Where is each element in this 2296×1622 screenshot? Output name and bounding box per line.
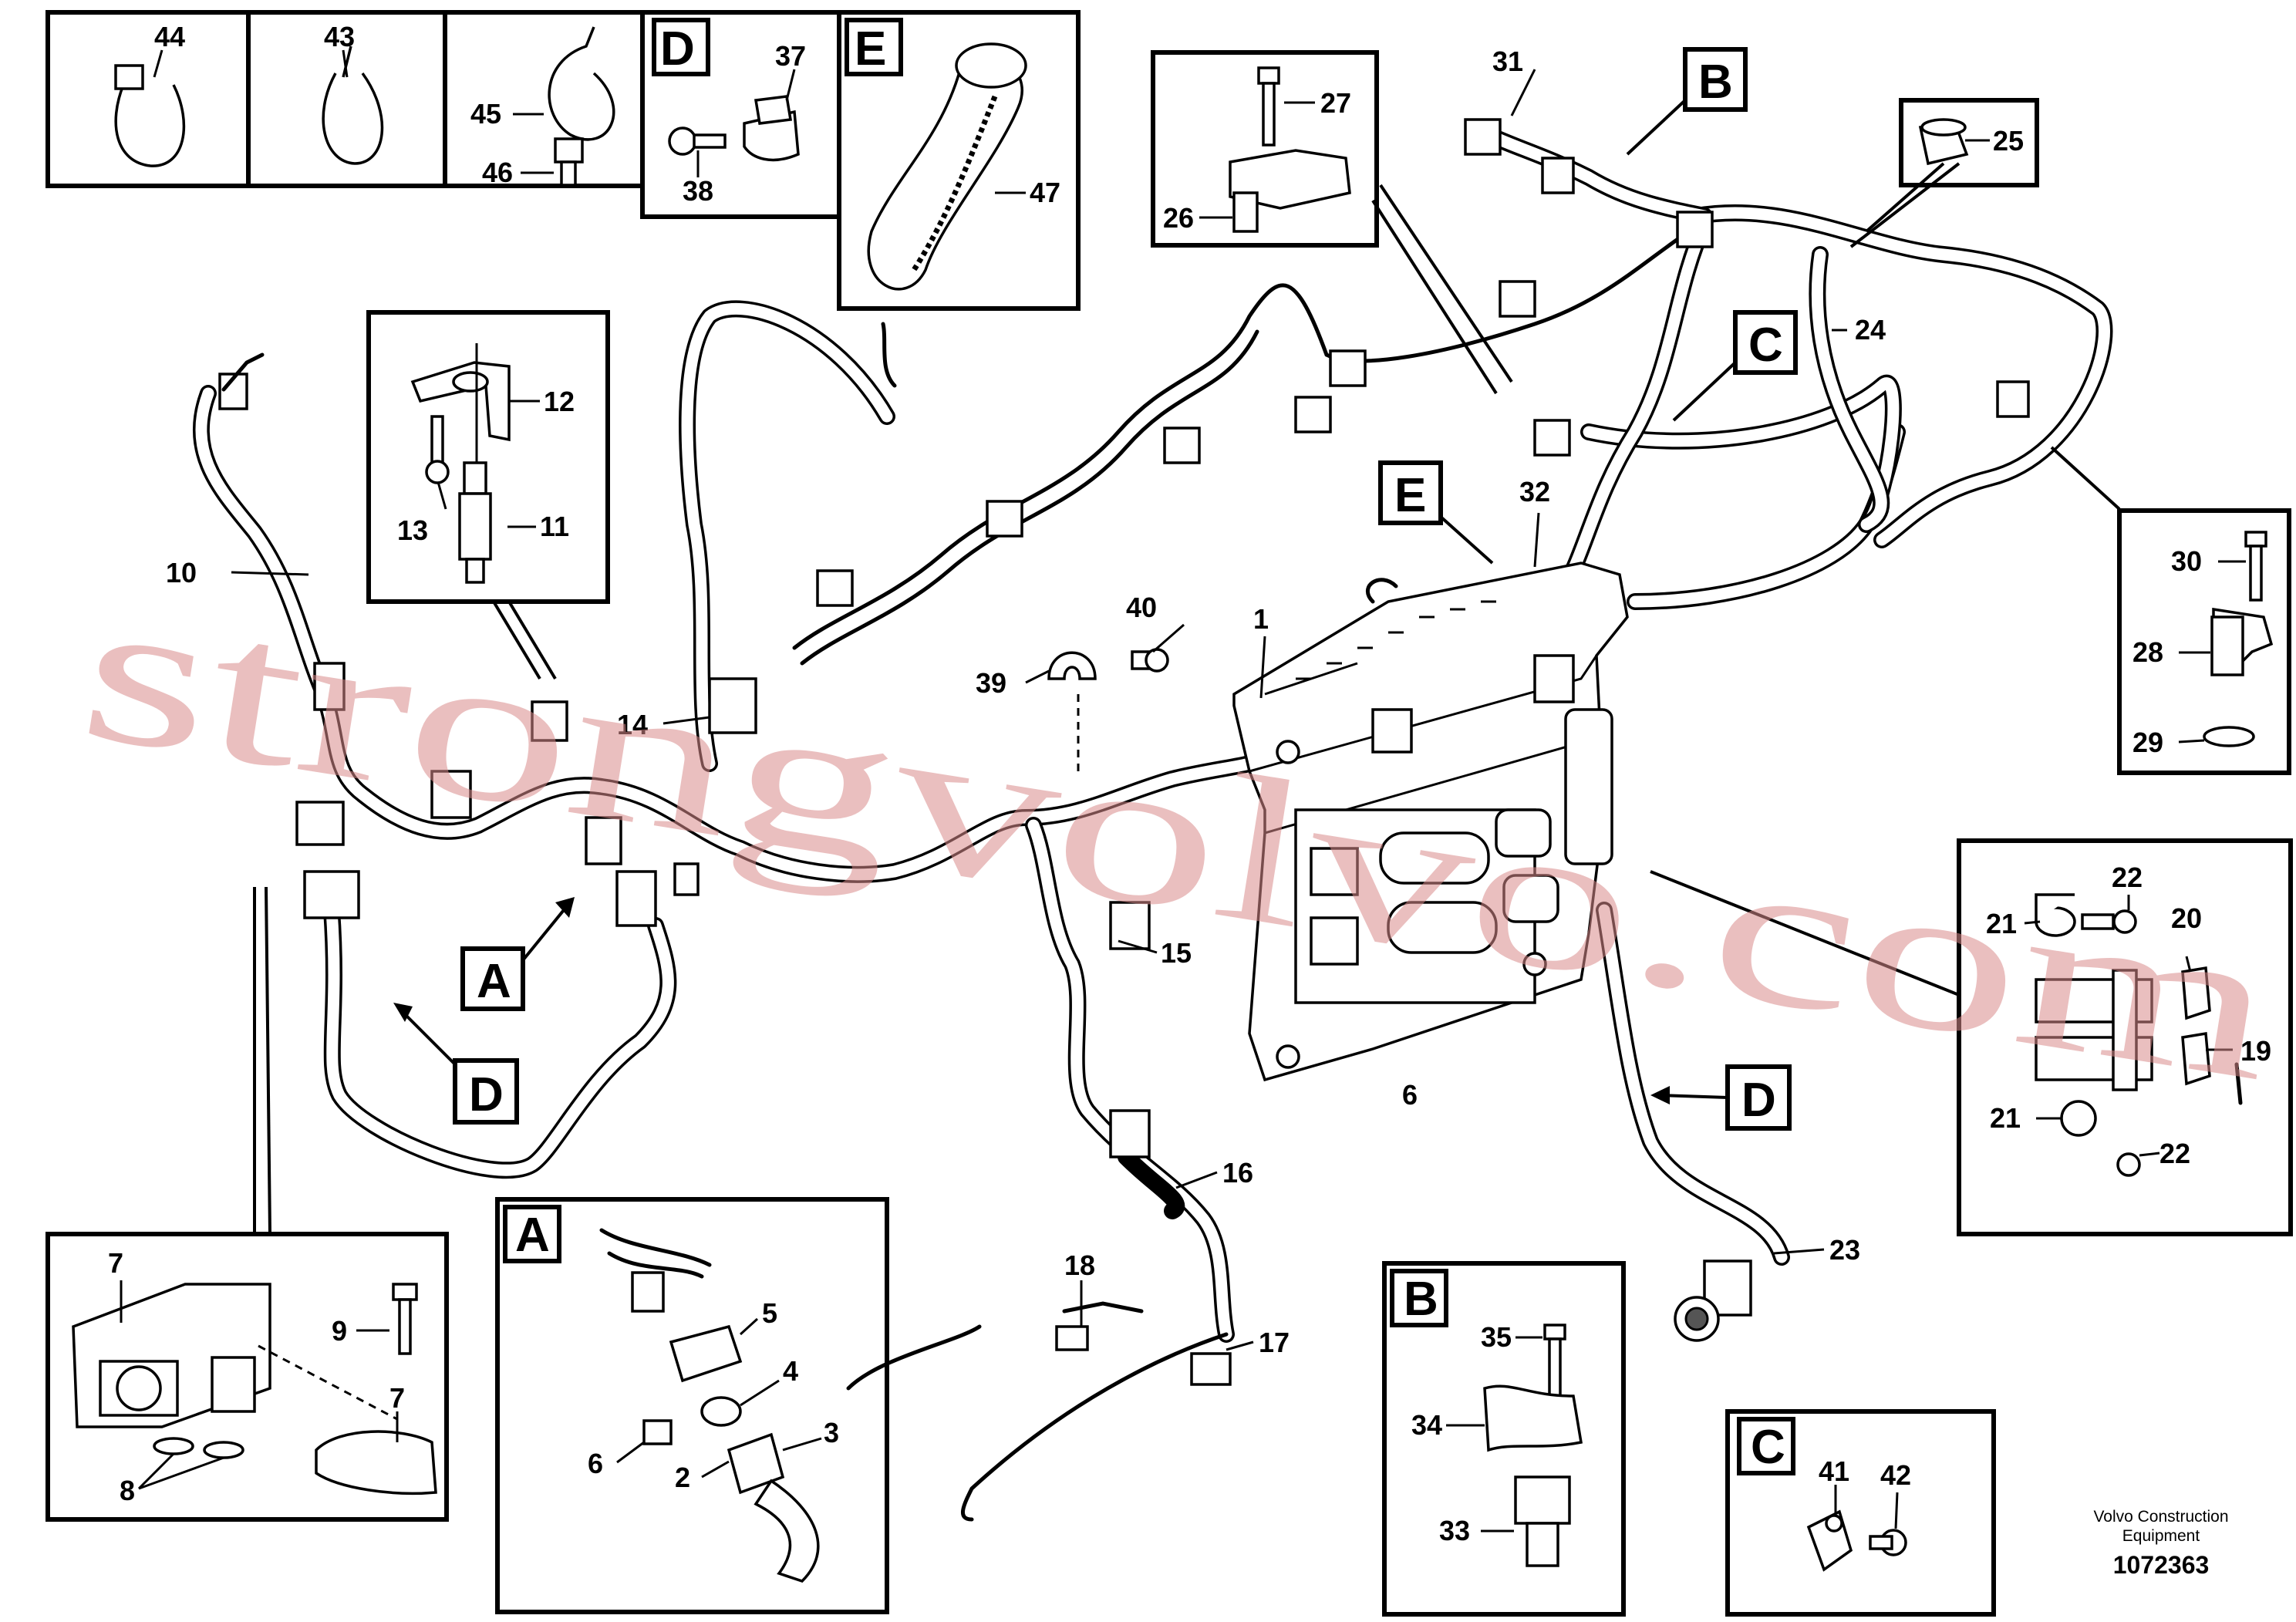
- callout-22b: 22: [2159, 1138, 2190, 1169]
- callout-27: 27: [1320, 87, 1351, 119]
- letter-a-main: A: [477, 955, 511, 1008]
- callout-46: 46: [482, 157, 513, 188]
- main-harness: [192, 123, 2113, 1522]
- letter-c-detail: C: [1751, 1421, 1785, 1474]
- detail-pointers: [253, 162, 2121, 1235]
- callout-22: 22: [2112, 862, 2143, 893]
- letter-d-main2: D: [1741, 1074, 1776, 1127]
- callout-3: 3: [824, 1417, 839, 1448]
- callout-45: 45: [470, 98, 501, 130]
- letter-box-D-main1: [393, 1003, 519, 1125]
- callout-21: 21: [1986, 908, 2017, 939]
- letter-b-detail: B: [1404, 1273, 1438, 1326]
- callout-16: 16: [1222, 1157, 1253, 1189]
- letter-box-D-main2: [1650, 1064, 1792, 1131]
- callout-24: 24: [1855, 314, 1886, 346]
- callout-26: 26: [1163, 202, 1194, 234]
- connectors: [218, 118, 2243, 1386]
- callout-13: 13: [397, 514, 428, 546]
- detail-box-25: [1899, 98, 2039, 187]
- detail-box-11-12-13: [366, 310, 610, 604]
- callout-6b: 6: [1402, 1079, 1418, 1111]
- callout-10: 10: [166, 557, 197, 588]
- detail-box-B: [1382, 1261, 1626, 1617]
- callout-8: 8: [120, 1475, 135, 1506]
- callout-11: 11: [540, 511, 569, 542]
- callout-19: 19: [2240, 1035, 2271, 1067]
- callout-20: 20: [2171, 902, 2202, 934]
- detail-box-A: [495, 1197, 889, 1614]
- callout-38: 38: [683, 175, 713, 207]
- callout-numbers: 44 43 45 46 37 38 47 27 26 31 25 24 32 3…: [108, 21, 2271, 1546]
- detail-box-19-22: [1957, 838, 2293, 1236]
- callout-23: 23: [1829, 1234, 1860, 1266]
- callout-25: 25: [1993, 125, 2024, 157]
- callout-7b: 7: [389, 1382, 405, 1414]
- credit-line-1: Volvo Construction: [2093, 1508, 2228, 1526]
- detail-box-44: [46, 10, 251, 188]
- callout-40: 40: [1126, 592, 1157, 623]
- ecu-module: [1232, 561, 1629, 1082]
- callout-6: 6: [588, 1448, 603, 1479]
- callout-2: 2: [675, 1462, 690, 1493]
- callout-41: 41: [1819, 1455, 1849, 1487]
- letter-b-main: B: [1698, 56, 1733, 109]
- callout-29: 29: [2132, 727, 2163, 758]
- letter-box-A-main: [460, 897, 575, 1011]
- callout-32: 32: [1519, 476, 1550, 508]
- callout-43: 43: [324, 21, 355, 52]
- detail-box-D: [640, 10, 841, 219]
- callout-33: 33: [1439, 1515, 1470, 1546]
- detail-box-45-46: [443, 10, 645, 188]
- detail-letters: D E B C E A D D A B C: [469, 22, 1785, 1474]
- letter-d-main1: D: [469, 1068, 504, 1121]
- callout-30: 30: [2171, 545, 2202, 577]
- callout-12: 12: [544, 386, 575, 417]
- callout-9: 9: [332, 1315, 347, 1347]
- watermark: strongvolvo.com: [68, 551, 2290, 1125]
- callout-21b: 21: [1990, 1102, 2021, 1134]
- callout-47: 47: [1030, 177, 1060, 208]
- letter-e-detail: E: [855, 22, 886, 76]
- callout-37: 37: [775, 40, 806, 72]
- callout-35: 35: [1481, 1321, 1512, 1353]
- credit-line-2: Equipment: [2122, 1527, 2200, 1545]
- callout-28: 28: [2132, 636, 2163, 668]
- detail-box-C: [1725, 1409, 1996, 1617]
- letter-d-detail: D: [660, 22, 695, 76]
- letter-box-E-main: [1378, 460, 1494, 565]
- callout-15: 15: [1161, 937, 1192, 969]
- detail-box-28-29-30: [2117, 508, 2291, 775]
- callout-31: 31: [1492, 46, 1523, 77]
- letter-a-detail: A: [515, 1209, 550, 1262]
- callout-39: 39: [976, 667, 1006, 699]
- callout-5: 5: [762, 1297, 777, 1329]
- callout-1: 1: [1253, 603, 1269, 635]
- callout-4: 4: [783, 1355, 798, 1387]
- letter-box-B-main: [1626, 47, 1748, 156]
- letter-c-main: C: [1748, 319, 1783, 372]
- detail-box-7-8-9: [46, 1232, 449, 1522]
- callout-14: 14: [617, 709, 648, 740]
- detail-box-E: [837, 10, 1081, 311]
- letter-box-C-main: [1672, 310, 1798, 422]
- callout-34: 34: [1411, 1409, 1442, 1441]
- callout-42: 42: [1880, 1459, 1911, 1491]
- document-number: 1072363: [2113, 1551, 2210, 1579]
- detail-box-26-27: [1151, 50, 1379, 248]
- callout-leaders: [231, 69, 1847, 1351]
- callout-7: 7: [108, 1247, 123, 1279]
- detail-box-43: [246, 10, 447, 188]
- callout-44: 44: [154, 21, 185, 52]
- callout-17: 17: [1259, 1327, 1290, 1358]
- callout-18: 18: [1064, 1249, 1095, 1281]
- letter-e-main: E: [1394, 469, 1426, 522]
